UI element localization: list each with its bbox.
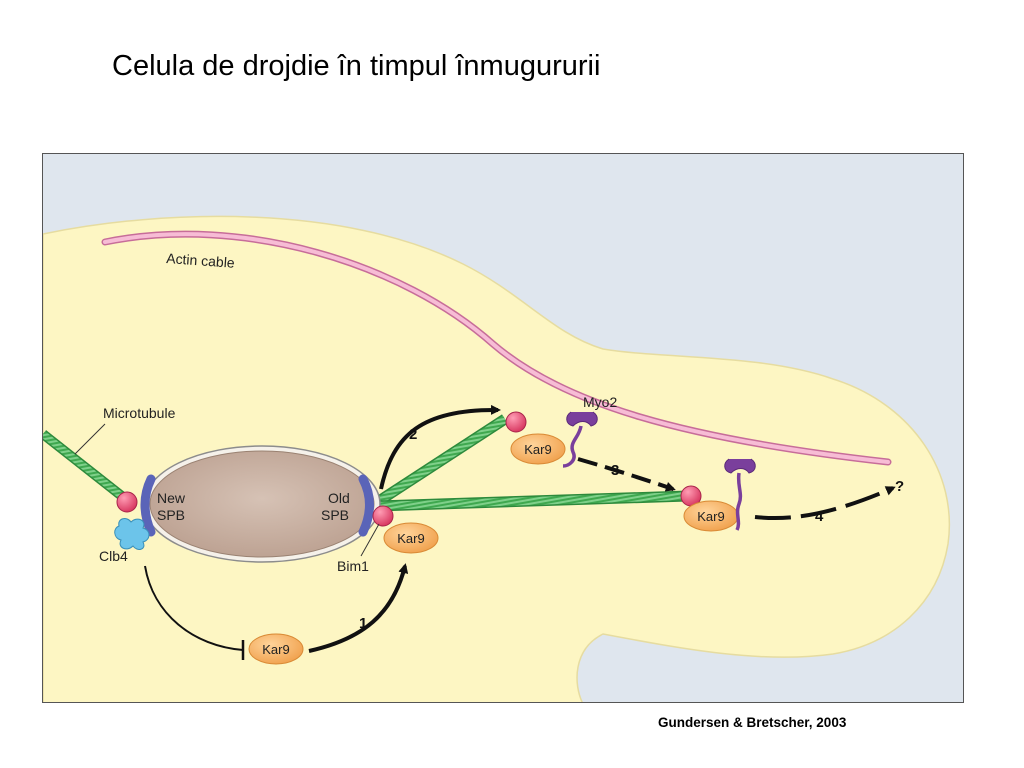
bim1-label: Bim1 <box>337 558 369 574</box>
slide-title: Celula de drojdie în timpul înmugururii <box>112 50 601 82</box>
kar9-bud: Kar9 <box>683 500 739 532</box>
kar9-bud-tip: Kar9 <box>510 433 566 465</box>
myo2-motor-2 <box>724 458 756 531</box>
kar9-label: Kar9 <box>397 531 424 546</box>
new-spb-label-line2: SPB <box>157 507 185 523</box>
step-1-arrow <box>308 563 409 653</box>
bim1-pointer <box>360 523 380 557</box>
step-2-label: 2 <box>409 426 417 443</box>
unknown-destination-label: ? <box>895 478 904 495</box>
kar9-cytoplasmic: Kar9 <box>248 633 304 665</box>
yeast-budding-diagram: Actin cable Microtubule New SPB Old SPB … <box>42 153 964 703</box>
step-2-arrow <box>379 404 501 490</box>
clb4-label: Clb4 <box>99 548 128 564</box>
microtubule-pointer <box>74 423 106 455</box>
old-spb-label-line1: Old <box>328 490 350 506</box>
new-spb-label-line1: New <box>157 490 186 506</box>
figure-citation: Gundersen & Bretscher, 2003 <box>658 715 847 730</box>
step-4-arrow <box>754 486 896 521</box>
myo2-label: Myo2 <box>583 394 617 410</box>
microtubule-label: Microtubule <box>103 405 176 421</box>
bim1-dot-new-spb <box>116 491 138 513</box>
step-1-label: 1 <box>359 615 367 632</box>
bim1-dot-old-spb <box>372 505 394 527</box>
step-4-label: 4 <box>815 508 824 525</box>
new-spb <box>140 474 156 537</box>
clb4-inhibition-line <box>144 565 244 651</box>
myo2-motor-1 <box>562 411 598 468</box>
bim1-dot-bud-tip <box>505 411 527 433</box>
kar9-label: Kar9 <box>524 442 551 457</box>
kar9-at-old-spb: Kar9 <box>383 522 439 554</box>
old-spb-label-line2: SPB <box>321 507 349 523</box>
yeast-cell <box>43 215 950 702</box>
step-3-label: 3 <box>611 462 619 479</box>
kar9-label: Kar9 <box>697 509 724 524</box>
old-spb <box>358 474 374 537</box>
kar9-label: Kar9 <box>262 642 289 657</box>
step-3-arrow <box>577 457 676 492</box>
clb4-shape <box>114 518 150 550</box>
actin-cable-label: Actin cable <box>166 250 236 271</box>
